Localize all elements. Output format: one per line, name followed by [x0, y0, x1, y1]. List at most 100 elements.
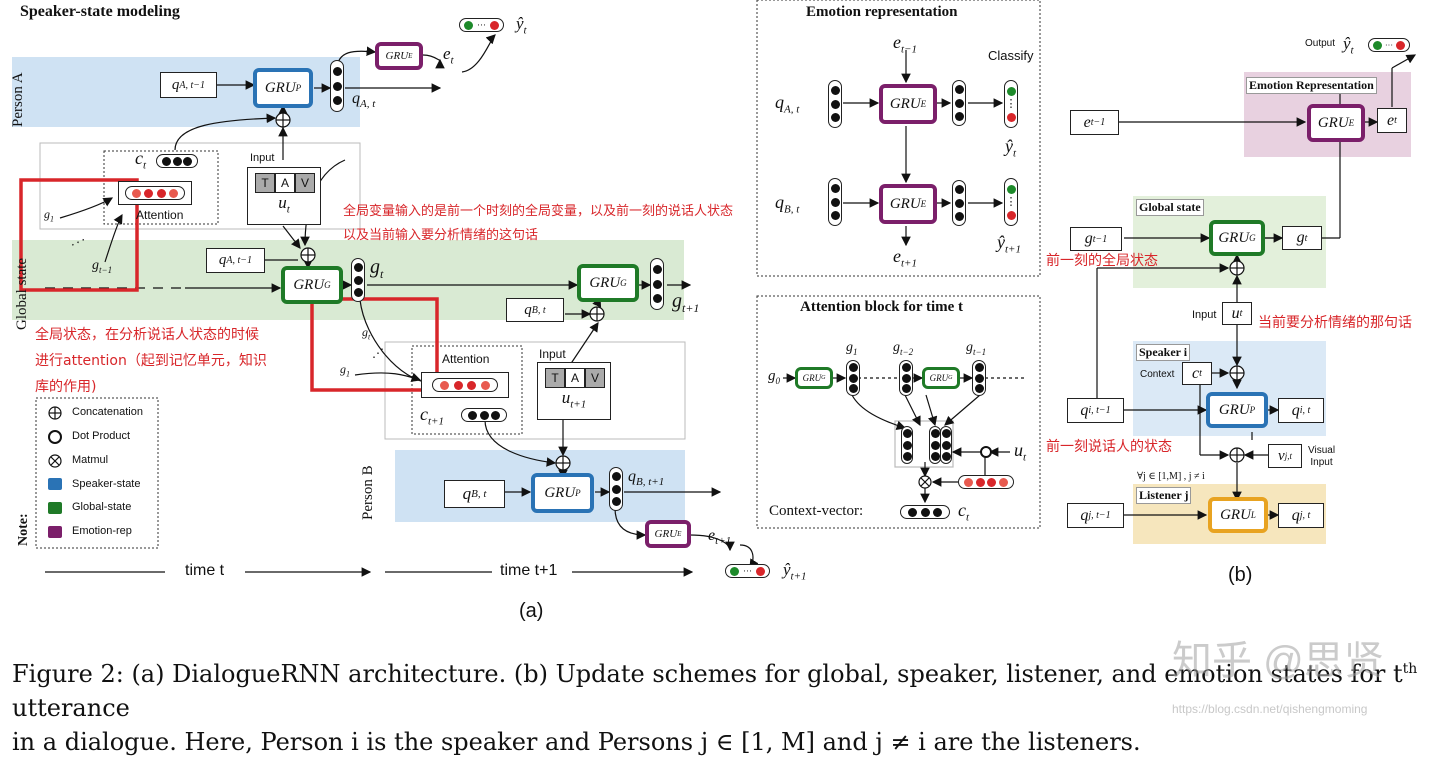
emotion-representation-label: Emotion Representation — [1246, 77, 1377, 94]
global-state-band — [12, 240, 684, 320]
q-b-next-label: qB, t+1 — [628, 468, 665, 489]
concat-symbols — [275, 112, 605, 471]
att-u-t: ut — [1014, 440, 1027, 464]
c-t-label: ct — [135, 148, 147, 172]
y-t-vector: ··· — [459, 18, 504, 32]
attention-dotted-t — [103, 150, 219, 225]
att-g0: g0 — [768, 368, 780, 386]
att-matrix-col-3 — [940, 426, 952, 464]
c-next-label: ct+1 — [420, 404, 444, 428]
g-t-vector — [351, 258, 365, 302]
annotation-prev-speaker: 前一刻说话人的状态 — [1046, 439, 1172, 455]
note-label: Note: — [16, 513, 31, 546]
context-vector-label: Context-vector: — [769, 503, 864, 519]
att-weights-vector — [958, 475, 1014, 489]
tav-a-2: A — [565, 368, 585, 388]
ellipsis-b: ⋰ — [372, 346, 384, 360]
c-t-vector — [156, 154, 198, 168]
attention-scores-t — [118, 181, 192, 205]
g-t-label-small: gt — [362, 325, 371, 342]
person-b-label: Person B — [360, 465, 376, 520]
b-forall-label: ∀j ∈ [1,M] , j ≠ i — [1137, 471, 1205, 482]
b-listener-label: Listener j — [1136, 487, 1192, 504]
b-global-state-label: Global state — [1136, 199, 1204, 216]
b-speaker-label: Speaker i — [1136, 344, 1191, 361]
e-t-label: et — [443, 44, 454, 67]
classify-vector-bottom: ⋮ — [1004, 178, 1018, 226]
emotion-y-t: ŷt — [1005, 136, 1017, 160]
emotion-out-vector-top — [952, 80, 966, 126]
tav-a: A — [275, 173, 295, 193]
legend-dot-product: Dot Product — [72, 430, 131, 442]
tav-v-2: V — [585, 368, 605, 388]
att-g-t2: gt−2 — [893, 340, 914, 357]
tav-v: V — [295, 173, 315, 193]
g-prev-label-a: gt−1 — [92, 258, 113, 275]
legend-global-state: Global-state — [72, 501, 132, 513]
g1-label-b: g1 — [340, 362, 350, 379]
emotion-e-next: et+1 — [893, 246, 917, 270]
b-input-label: Input — [1192, 309, 1217, 321]
time-t-label: time t — [185, 562, 225, 579]
caption-line-1: Figure 2: (a) DialogueRNN architecture. … — [12, 660, 1418, 722]
emotion-y-next: ŷt+1 — [997, 232, 1021, 256]
context-vector — [900, 505, 950, 519]
classify-label: Classify — [988, 48, 1034, 63]
g-next-label: gt+1 — [672, 290, 700, 315]
g-next-vector — [650, 258, 664, 310]
annotation-prev-global: 前一刻的全局状态 — [1046, 253, 1158, 269]
emotion-panel-title: Emotion representation — [806, 4, 958, 20]
u-next-label: ut+1 — [561, 388, 587, 411]
b-context-label: Context — [1140, 369, 1175, 380]
b-output-vector: ··· — [1368, 38, 1410, 52]
attention-label-t1: Attention — [442, 352, 490, 366]
att-matrix-col-1 — [901, 426, 913, 464]
highlight-global-memory — [19, 178, 139, 292]
caption-line-2: in a dialogue. Here, Person i is the spe… — [12, 728, 1141, 756]
legend-symbols — [48, 406, 62, 538]
annotation-global-memory-3: 库的作用) — [35, 379, 97, 395]
person-a-label: Person A — [10, 72, 26, 127]
watermark-zhihu: 知乎 @思贤 — [1172, 639, 1384, 683]
e-next-label: et+1 — [708, 527, 732, 548]
emotion-q-bt-vector — [828, 178, 842, 226]
classify-vector-top: ⋮ — [1004, 80, 1018, 128]
emotion-panel — [756, 0, 1041, 277]
panel-a-caption: (a) — [519, 600, 544, 622]
q-a-t-vector — [330, 60, 344, 112]
q-a-t-label: qA, t — [352, 90, 376, 111]
emotion-e-prev: et−1 — [893, 32, 917, 56]
y-next-vector: ··· — [725, 564, 770, 578]
att-g-t1: gt−1 — [966, 340, 987, 357]
input-label-t: Input — [250, 152, 275, 164]
legend-box — [35, 397, 159, 549]
panel-a-title: Speaker-state modeling — [20, 3, 180, 20]
g1-label-a: g1 — [44, 207, 54, 224]
b-visual-input-label: Visual Input — [1308, 445, 1336, 468]
emotion-q-at-vector — [828, 80, 842, 128]
c-next-vector — [461, 408, 507, 422]
output-label: Output — [1305, 38, 1336, 49]
annotation-current-utterance: 当前要分析情绪的那句话 — [1258, 315, 1412, 331]
input-box-t1: T A V ut+1 — [537, 362, 611, 420]
